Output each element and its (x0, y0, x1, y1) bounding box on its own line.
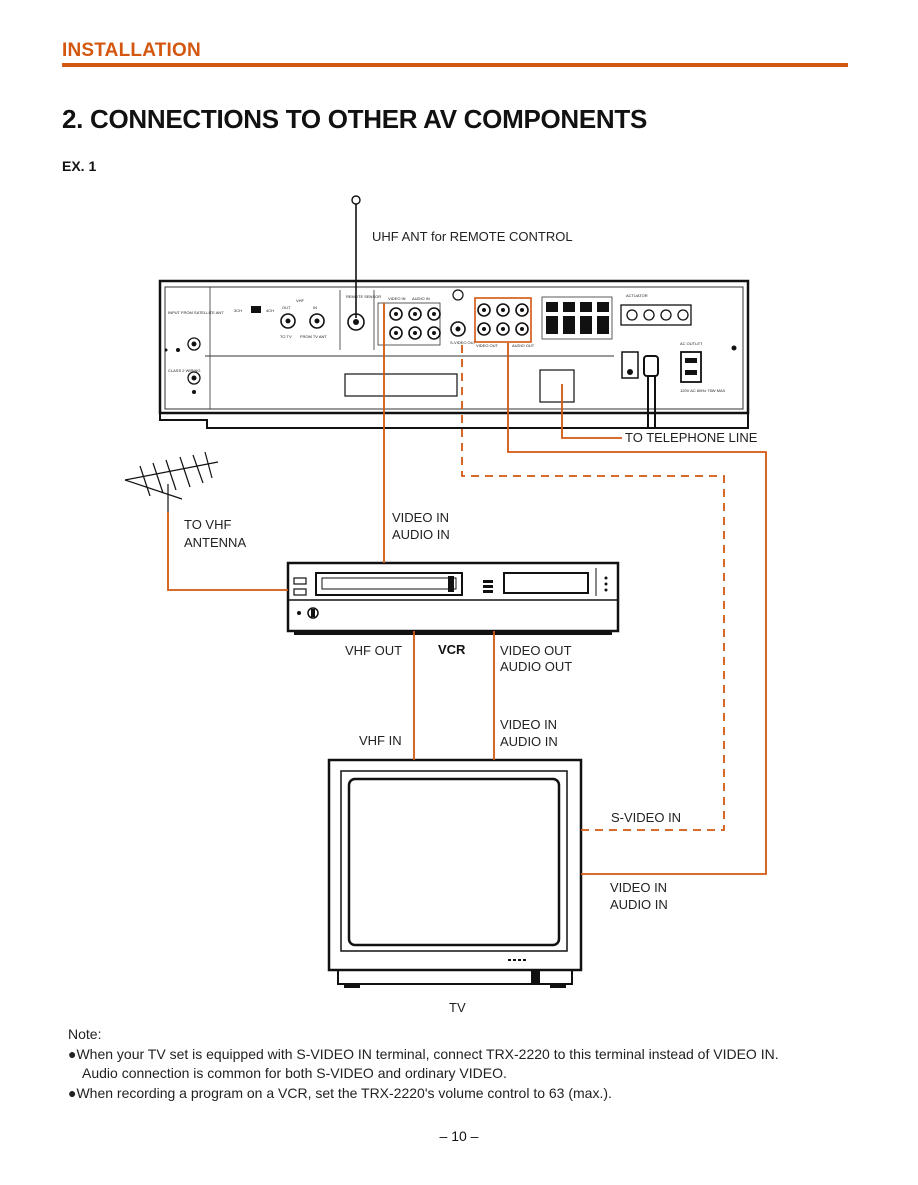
panel-label-ac-outlet: AC OUTLET (680, 341, 703, 346)
panel-label-input-sat: INPUT FROM SATELLITE ANT (168, 310, 224, 315)
panel-label-remote-sensor: REMOTE SENSOR (346, 294, 381, 299)
note-text: When recording a program on a VCR, set t… (76, 1084, 612, 1101)
label-vcr-video-out: VIDEO OUT (500, 643, 572, 658)
note-item: ●When recording a program on a VCR, set … (68, 1084, 779, 1104)
panel-label-audio-in: AUDIO IN (412, 296, 430, 301)
section-divider (62, 63, 848, 67)
label-tv-video-in-1: VIDEO IN (500, 717, 557, 732)
label-vhf-in: VHF IN (359, 733, 402, 748)
note-section: Note: ●When your TV set is equipped with… (68, 1025, 779, 1103)
panel-label-class2: CLASS 2 WIRING (168, 368, 200, 373)
label-s-video-in: S-VIDEO IN (611, 810, 681, 825)
bullet-icon: ● (68, 1045, 77, 1062)
cable-antenna-to-vcr (167, 512, 288, 591)
panel-label-out: OUT (282, 305, 291, 310)
panel-label-actuator: ACTUATOR (626, 293, 648, 298)
section-title: INSTALLATION (62, 40, 201, 61)
cable-telephone-label (561, 384, 622, 439)
connection-diagram: INPUT FROM SATELLITE ANT CLASS 2 WIRING … (124, 195, 767, 1015)
panel-label-to-tv: TO TV (280, 334, 292, 339)
label-tv-audio-in-2: AUDIO IN (610, 897, 668, 912)
vcr-device (286, 561, 620, 635)
label-tv-audio-in-1: AUDIO IN (500, 734, 558, 749)
telephone-cable (643, 355, 659, 428)
label-tv: TV (449, 1000, 466, 1015)
panel-label-in: IN (313, 305, 317, 310)
label-vhf-out: VHF OUT (345, 643, 402, 658)
note-text: Audio connection is common for both S-VI… (82, 1065, 507, 1081)
note-item: ●When your TV set is equipped with S-VID… (68, 1045, 779, 1065)
example-label: EX. 1 (62, 158, 97, 174)
tv-device (327, 758, 583, 988)
label-antenna-line2: ANTENNA (184, 535, 246, 550)
label-vcr-audio-out: AUDIO OUT (500, 659, 572, 674)
panel-label-4ch: 4CH (266, 308, 274, 313)
panel-label-3ch: 3CH (234, 308, 242, 313)
cable-receiver-to-tv-av (507, 343, 767, 875)
note-title: Note: (68, 1026, 102, 1042)
note-text: When your TV set is equipped with S-VIDE… (76, 1045, 779, 1062)
receiver-rear-panel: INPUT FROM SATELLITE ANT CLASS 2 WIRING … (158, 279, 750, 429)
connection-cables (167, 297, 767, 875)
label-antenna-line1: TO VHF (184, 517, 231, 532)
receiver-output-highlight (474, 297, 532, 343)
bullet-icon: ● (68, 1084, 77, 1101)
panel-label-video-out: VIDEO OUT (476, 343, 499, 348)
label-vcr-video-in: VIDEO IN (392, 510, 449, 525)
page-number: – 10 – (439, 1128, 479, 1144)
vhf-antenna-icon (124, 451, 219, 512)
label-tv-video-in-2: VIDEO IN (610, 880, 667, 895)
cable-svideo (461, 345, 725, 831)
uhf-antenna (351, 195, 361, 318)
panel-label-ac-rating: 120V AC 60Hz 75W MAX (680, 388, 726, 393)
panel-label-audio-out: AUDIO OUT (512, 343, 535, 348)
panel-label-video-in: VIDEO IN (388, 296, 406, 301)
label-vcr: VCR (438, 642, 466, 657)
panel-label-from-ant: FROM TV ANT (300, 334, 327, 339)
panel-label-vhf: VHF (296, 298, 305, 303)
panel-label-svideo-out: S-VIDEO OUT (450, 340, 477, 345)
page-title: 2. CONNECTIONS TO OTHER AV COMPONENTS (62, 104, 648, 134)
label-telephone: TO TELEPHONE LINE (625, 430, 758, 445)
label-uhf-ant: UHF ANT for REMOTE CONTROL (372, 229, 573, 244)
label-vcr-audio-in: AUDIO IN (392, 527, 450, 542)
